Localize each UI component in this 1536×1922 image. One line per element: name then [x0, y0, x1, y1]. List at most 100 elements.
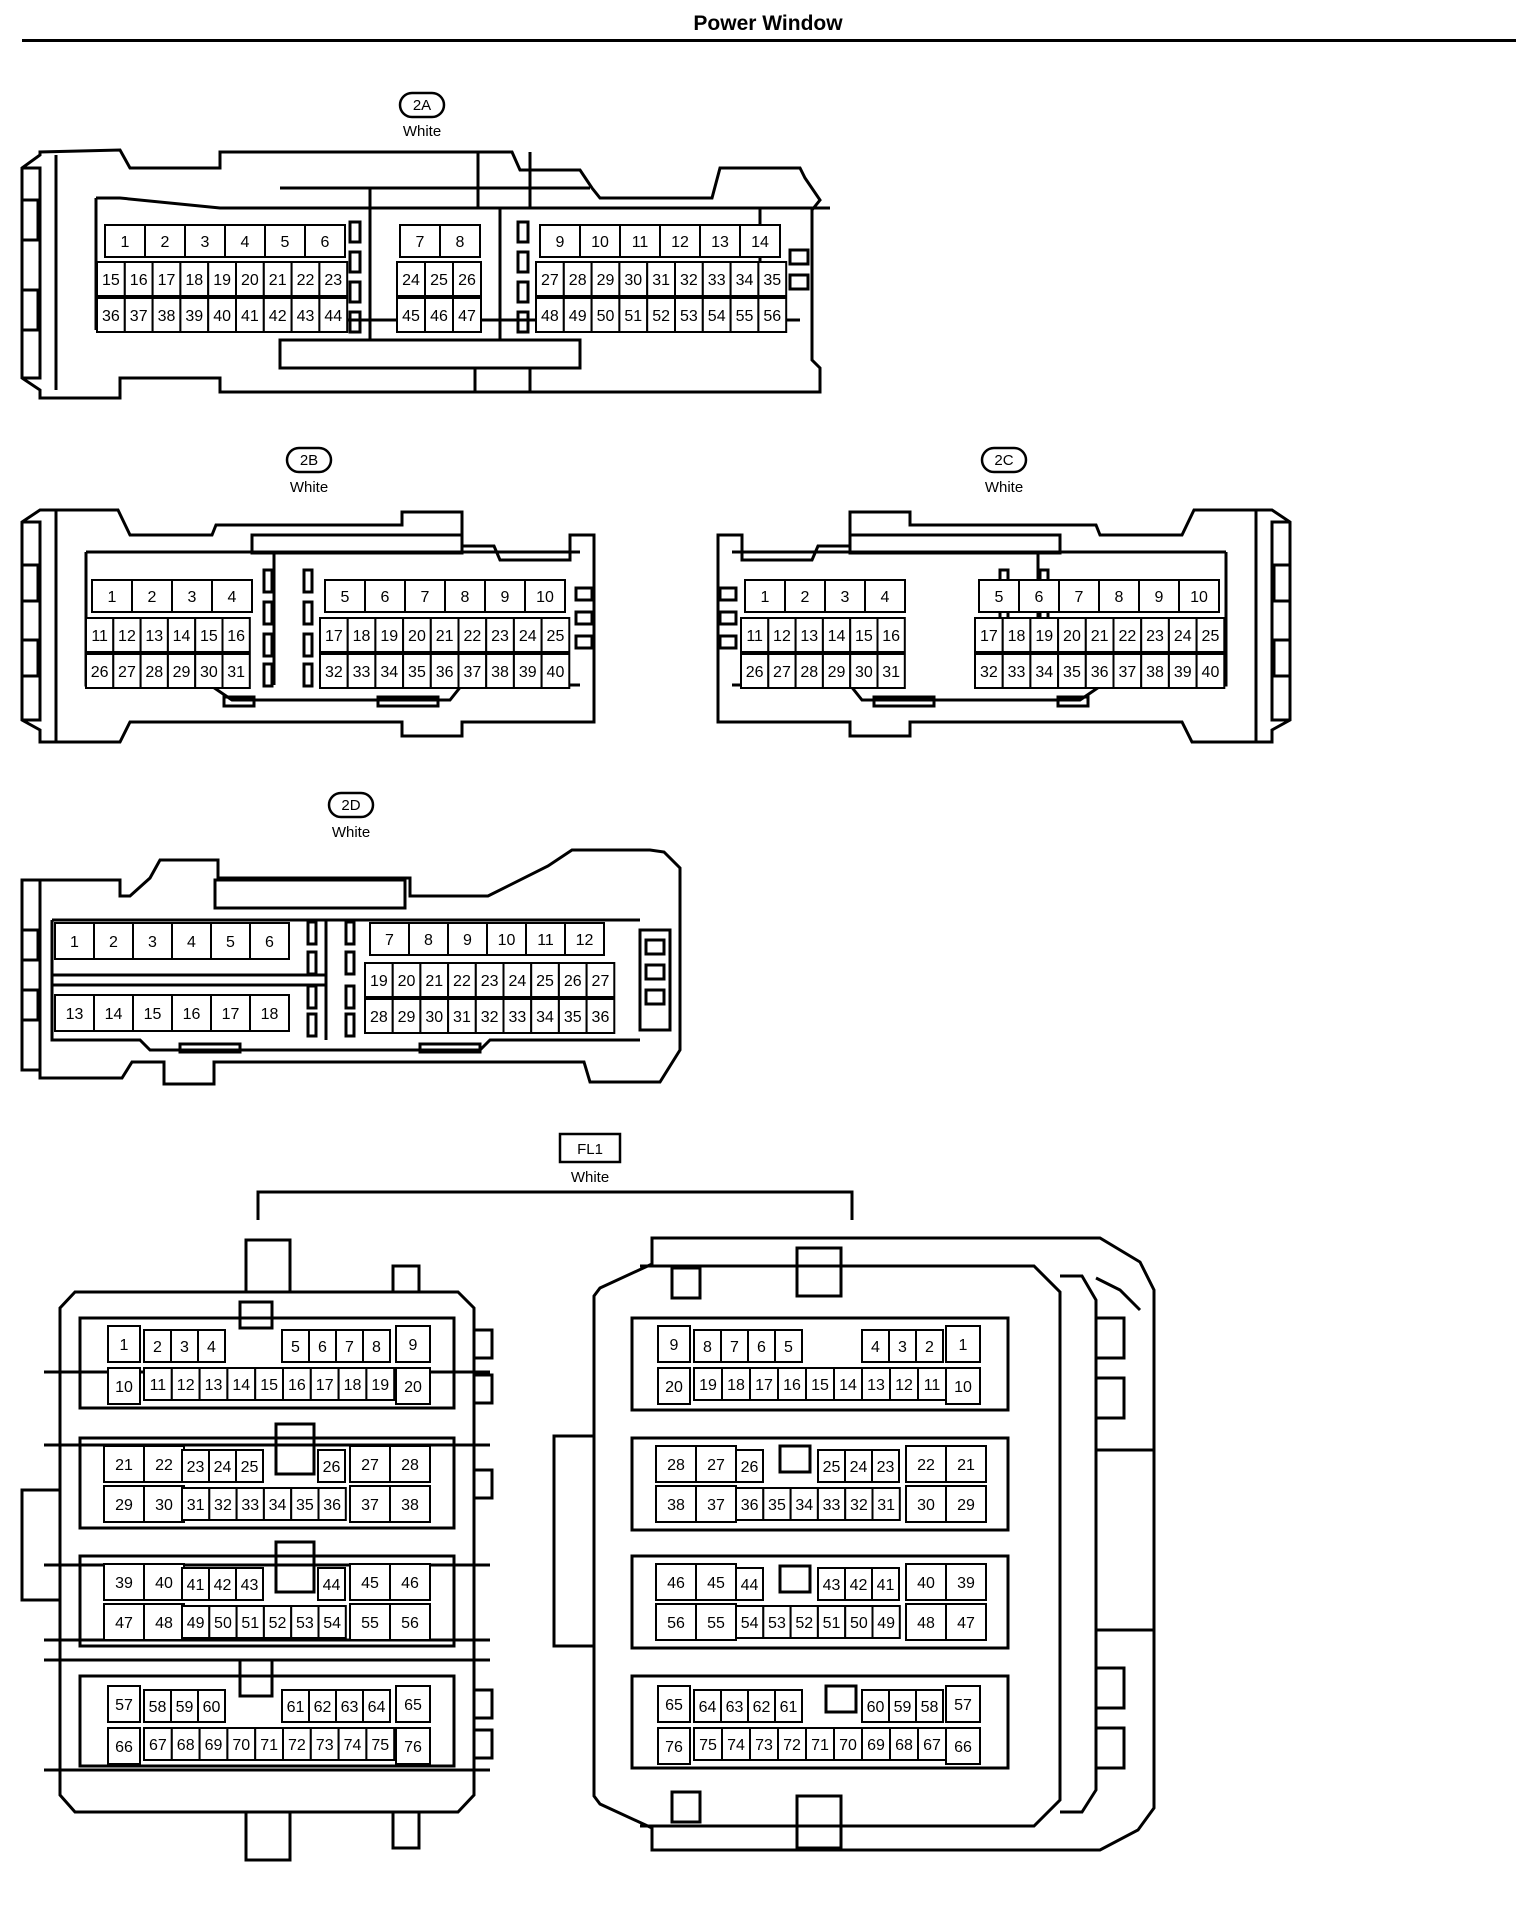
pin-label-2a-49: 49 — [569, 308, 587, 325]
pin-label-2c-22: 22 — [1118, 628, 1136, 645]
pin-label-2a-23: 23 — [324, 272, 342, 289]
pin-label-2a-20: 20 — [241, 272, 259, 289]
pin-label-2b-29: 29 — [173, 664, 191, 681]
pin-cell-2b-11 — [85, 617, 115, 653]
pin-label-2d-23: 23 — [481, 973, 499, 990]
pin-label-2c-38: 38 — [1146, 664, 1164, 681]
pin-cell-2c-4 — [864, 579, 906, 613]
pin-cell-fl1r-41 — [871, 1567, 900, 1601]
pin-cell-fl1r-58 — [915, 1689, 944, 1723]
pin-cell-fl1l-12 — [170, 1367, 201, 1401]
pin-cell-fl1l-7 — [335, 1329, 364, 1363]
pin-label-fl1r-59: 59 — [894, 1699, 912, 1716]
pin-label-fl1r-17: 17 — [755, 1377, 773, 1394]
pin-label-2b-15: 15 — [200, 628, 218, 645]
pin-label-fl1r-15: 15 — [811, 1377, 829, 1394]
pin-cell-fl1l-70 — [226, 1727, 257, 1761]
pin-cell-fl1l-36 — [317, 1487, 347, 1521]
pin-cell-2b-10 — [524, 579, 566, 613]
pin-label-2d-21: 21 — [425, 973, 443, 990]
pin-cell-2c-23 — [1140, 617, 1170, 653]
pin-label-fl1l-56: 56 — [401, 1615, 419, 1632]
pin-label-2a-30: 30 — [624, 272, 642, 289]
pin-cell-2d-26 — [557, 962, 588, 998]
pin-label-fl1r-2: 2 — [925, 1339, 934, 1356]
pin-cell-fl1r-4 — [861, 1329, 890, 1363]
pin-cell-fl1r-51 — [816, 1605, 847, 1639]
pin-cell-fl1l-16 — [282, 1367, 312, 1401]
pin-label-2c-19: 19 — [1035, 628, 1053, 645]
pin-cell-2c-10 — [1178, 579, 1220, 613]
pin-label-fl1r-63: 63 — [726, 1699, 744, 1716]
pin-cell-2b-2 — [131, 579, 173, 613]
pin-label-fl1l-71: 71 — [260, 1737, 278, 1754]
pin-label-2d-20: 20 — [398, 973, 416, 990]
pin-label-2c-27: 27 — [773, 664, 791, 681]
pin-label-fl1r-35: 35 — [768, 1497, 786, 1514]
pin-label-2a-33: 33 — [708, 272, 726, 289]
connector-color-2a: White — [403, 123, 441, 140]
pin-label-fl1l-15: 15 — [260, 1377, 278, 1394]
pin-label-2a-56: 56 — [763, 308, 781, 325]
pin-cell-fl1r-50 — [844, 1605, 874, 1639]
pin-label-fl1l-35: 35 — [296, 1497, 314, 1514]
pin-label-2a-41: 41 — [241, 308, 259, 325]
pin-label-2a-47: 47 — [458, 308, 476, 325]
pin-label-fl1l-50: 50 — [214, 1615, 232, 1632]
pin-label-2a-34: 34 — [736, 272, 754, 289]
pin-cell-2c-9 — [1138, 579, 1180, 613]
pin-cell-2c-29 — [821, 653, 852, 689]
pin-cell-fl1r-11 — [917, 1367, 947, 1401]
pin-label-2d-36: 36 — [592, 1009, 610, 1026]
pin-cell-2c-6 — [1018, 579, 1060, 613]
pin-label-fl1r-52: 52 — [795, 1615, 813, 1632]
pin-label-fl1l-52: 52 — [269, 1615, 287, 1632]
pin-label-2d-9: 9 — [463, 932, 472, 949]
pin-label-2a-39: 39 — [185, 308, 203, 325]
pin-label-fl1l-76: 76 — [404, 1739, 422, 1756]
connector-badge-fl1 — [558, 1132, 622, 1164]
pin-label-2a-50: 50 — [597, 308, 615, 325]
pin-cell-2a-15 — [96, 261, 126, 297]
pin-label-2b-14: 14 — [173, 628, 191, 645]
pin-label-2c-10: 10 — [1190, 589, 1208, 606]
pin-label-fl1r-57: 57 — [954, 1697, 972, 1714]
pin-label-2a-27: 27 — [541, 272, 559, 289]
pin-cell-fl1r-55 — [695, 1603, 737, 1641]
pin-label-fl1r-25: 25 — [823, 1459, 841, 1476]
pin-label-2a-43: 43 — [297, 308, 315, 325]
pin-cell-2b-31 — [221, 653, 251, 689]
pin-label-fl1l-6: 6 — [318, 1339, 327, 1356]
pin-label-fl1l-18: 18 — [344, 1377, 362, 1394]
pin-label-2c-29: 29 — [828, 664, 846, 681]
pin-label-fl1l-28: 28 — [401, 1457, 419, 1474]
pin-cell-fl1l-62 — [308, 1689, 337, 1723]
pin-cell-2b-15 — [194, 617, 224, 653]
pin-label-fl1l-5: 5 — [291, 1339, 300, 1356]
pin-cell-2c-25 — [1195, 617, 1226, 653]
pin-cell-fl1l-43 — [235, 1567, 264, 1601]
pin-label-2a-51: 51 — [624, 308, 642, 325]
pin-label-fl1r-54: 54 — [741, 1615, 759, 1632]
pin-cell-2a-13 — [699, 224, 741, 258]
pin-cell-fl1l-65 — [395, 1685, 431, 1723]
pin-label-2a-25: 25 — [430, 272, 448, 289]
pin-cell-2c-13 — [794, 617, 824, 653]
pin-cell-fl1l-14 — [226, 1367, 257, 1401]
pin-label-2d-7: 7 — [385, 932, 394, 949]
pin-label-2b-4: 4 — [228, 589, 237, 606]
pin-cell-fl1l-32 — [208, 1487, 238, 1521]
pin-label-fl1r-36: 36 — [741, 1497, 759, 1514]
pin-cell-fl1r-25 — [817, 1449, 846, 1483]
pin-label-fl1r-33: 33 — [823, 1497, 841, 1514]
pin-cell-2d-1 — [54, 922, 95, 960]
pin-cell-fl1l-45 — [349, 1563, 391, 1601]
pin-label-2b-28: 28 — [145, 664, 163, 681]
pin-label-fl1l-53: 53 — [296, 1615, 314, 1632]
pin-label-2d-14: 14 — [105, 1006, 123, 1023]
pin-label-2d-22: 22 — [453, 973, 471, 990]
pin-label-2b-16: 16 — [227, 628, 245, 645]
pin-label-2b-22: 22 — [463, 628, 481, 645]
pin-cell-fl1r-9 — [657, 1325, 691, 1363]
pin-label-fl1r-18: 18 — [727, 1377, 745, 1394]
